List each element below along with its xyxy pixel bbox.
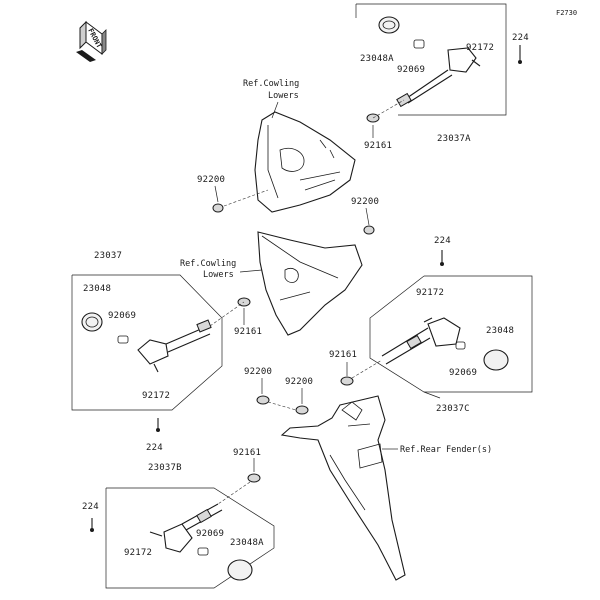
- housing-bottom: [163, 523, 193, 553]
- bulb-92069-left: [117, 335, 129, 344]
- front-arrow-icon: [76, 20, 107, 62]
- group-left: [71, 274, 251, 432]
- group-top-right: [355, 3, 522, 138]
- figure-code: F2730: [556, 9, 577, 17]
- label-92200-bottom-b: 92200: [285, 377, 313, 387]
- label-92172-bottom: 92172: [124, 548, 152, 558]
- damper-92200-upper: [212, 203, 224, 213]
- group-bottom: [90, 458, 275, 589]
- label-92161-top: 92161: [364, 141, 392, 151]
- rear-fender-drawing: [280, 395, 406, 581]
- label-92069-right: 92069: [449, 368, 477, 378]
- group-right: [340, 275, 533, 399]
- housing-right: [427, 317, 461, 347]
- bulb-92069-top: [413, 39, 425, 49]
- ref-cowling-lowers-middle-1: Ref.Cowling: [180, 259, 236, 269]
- lens-23048-right: [483, 349, 509, 371]
- middle-cowling-drawing: [257, 231, 363, 336]
- label-92172-left: 92172: [142, 391, 170, 401]
- label-92161-left: 92161: [234, 327, 262, 337]
- label-23048-left: 23048: [83, 284, 111, 294]
- label-92069-top: 92069: [397, 65, 425, 75]
- housing-left: [137, 339, 169, 365]
- ref-cowling-lowers-upper-1: Ref.Cowling: [243, 79, 299, 89]
- label-224-bottom: 224: [82, 502, 99, 512]
- label-23048A-bottom: 23048A: [230, 538, 264, 548]
- label-92161-right: 92161: [329, 350, 357, 360]
- label-92200-bottom-a: 92200: [244, 367, 272, 377]
- bulb-92069-bottom: [197, 547, 209, 556]
- label-92200-right: 92200: [351, 197, 379, 207]
- label-23037C: 23037C: [436, 404, 470, 414]
- label-92172-top: 92172: [466, 43, 494, 53]
- bulb-92069-right: [455, 341, 466, 350]
- ref-rear-fender: Ref.Rear Fender(s): [400, 445, 492, 455]
- label-92069-bottom: 92069: [196, 529, 224, 539]
- damper-92200-right: [363, 225, 375, 235]
- label-92069-left: 92069: [108, 311, 136, 321]
- label-23037B: 23037B: [148, 463, 182, 473]
- label-23037: 23037: [94, 251, 122, 261]
- housing-top: [447, 47, 477, 73]
- label-92161-bottom: 92161: [233, 448, 261, 458]
- damper-92200-bottom-b: [295, 405, 309, 415]
- label-224-top: 224: [512, 33, 529, 43]
- label-23037A: 23037A: [437, 134, 471, 144]
- label-224-right: 224: [434, 236, 451, 246]
- label-92172-right: 92172: [416, 288, 444, 298]
- label-23048-right: 23048: [486, 326, 514, 336]
- ref-cowling-lowers-middle-2: Lowers: [203, 270, 234, 280]
- ref-cowling-lowers-upper-2: Lowers: [268, 91, 299, 101]
- label-224-left: 224: [146, 443, 163, 453]
- lens-23048A-top: [378, 16, 400, 34]
- label-92200-upper: 92200: [197, 175, 225, 185]
- upper-cowling-drawing: [254, 111, 356, 213]
- lens-23048A-bottom: [227, 559, 253, 581]
- damper-92200-bottom-a: [256, 395, 270, 405]
- lens-23048-left: [81, 312, 103, 332]
- label-23048A-top: 23048A: [360, 54, 394, 64]
